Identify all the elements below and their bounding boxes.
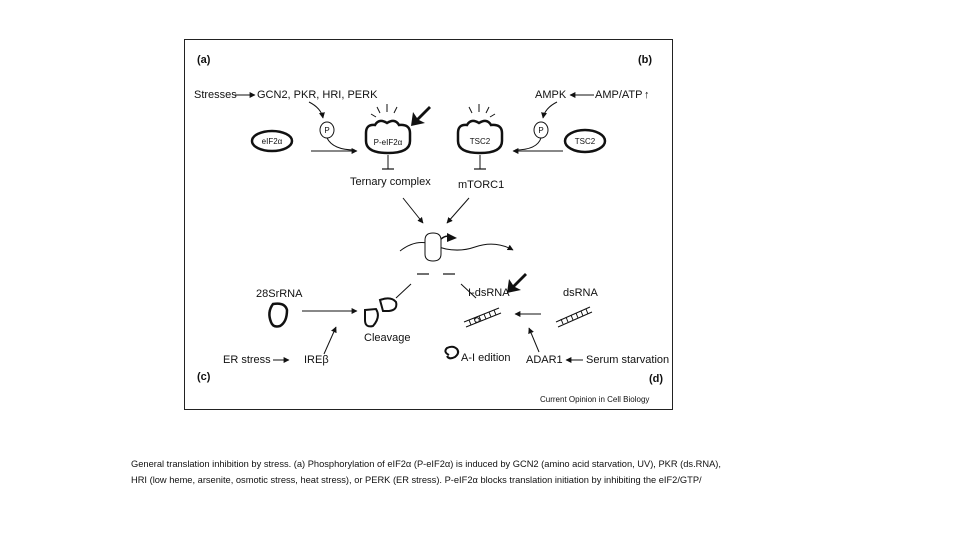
panel-label-b: (b) xyxy=(638,54,652,66)
tsc2-label-right: TSC2 xyxy=(575,137,596,146)
adar1-to-dsrna-arrow xyxy=(528,327,540,353)
tsc2-label-left: TSC2 xyxy=(470,137,491,146)
serum-starvation-label: Serum starvation xyxy=(586,354,669,366)
translation-direction-icon xyxy=(447,233,457,242)
mrna-strand xyxy=(399,242,514,252)
tsc2-shape-left xyxy=(456,119,504,155)
dsrna-label: dsRNA xyxy=(563,287,599,299)
adar1-label: ADAR1 xyxy=(526,354,563,366)
phosphate-label-left: P xyxy=(324,126,329,135)
p-eif2a-shape xyxy=(364,119,412,155)
highlight-arrow-icon-a xyxy=(411,106,431,126)
figure-panel: (a) (b) (c) (d) Stresses GCN2, PKR, HRI,… xyxy=(184,39,673,410)
amp-atp-label: AMP/ATP xyxy=(595,89,642,101)
ai-edition-label: A-I edition xyxy=(461,352,511,364)
ire-label: IREβ xyxy=(304,354,329,366)
journal-credit: Current Opinion in Cell Biology xyxy=(540,395,649,404)
cleavage-label: Cleavage xyxy=(364,332,410,344)
ribosome-shape xyxy=(424,232,442,262)
ternary-to-ribosome-arrow xyxy=(402,197,424,224)
kinase-to-p-arrow xyxy=(308,101,325,119)
ids-rna-label: I-dsRNA xyxy=(468,287,510,299)
p-eif2a-label: P-eIF2α xyxy=(374,138,403,147)
ternary-complex-label: Ternary complex xyxy=(350,176,431,188)
eif2a-shape xyxy=(250,129,294,153)
ai-edition-icon xyxy=(444,345,460,360)
p-eif2a-rays xyxy=(370,104,398,118)
mtorc1-label: mTORC1 xyxy=(458,179,504,191)
mtorc1-to-ribosome-arrow xyxy=(446,197,470,224)
cleaved-fragment-b xyxy=(364,307,379,328)
tsc2-shape-right xyxy=(563,128,607,154)
eif2a-label: eIF2α xyxy=(262,137,283,146)
er-stress-label: ER stress xyxy=(223,354,271,366)
dsrna-duplex-icon xyxy=(555,306,593,328)
phosphate-label-right: P xyxy=(538,126,543,135)
figure-caption: General translation inhibition by stress… xyxy=(131,456,851,488)
rrna-shape xyxy=(268,302,289,328)
stress-translation-diagram: (a) (b) (c) (d) Stresses GCN2, PKR, HRI,… xyxy=(194,54,669,404)
ids-rna-duplex-icon xyxy=(463,307,502,328)
panel-label-a: (a) xyxy=(197,54,211,66)
rrna-label: 28SrRNA xyxy=(256,288,303,300)
caption-line-2: HRI (low heme, arsenite, osmotic stress,… xyxy=(131,475,702,485)
ire-to-rrna-arrow xyxy=(323,326,337,355)
panel-label-c: (c) xyxy=(197,371,211,383)
ampk-to-p-arrow xyxy=(541,101,558,119)
stresses-label: Stresses xyxy=(194,89,237,101)
highlight-arrow-icon-d xyxy=(507,273,527,293)
tsc2-rays xyxy=(468,104,496,118)
panel-label-d: (d) xyxy=(649,373,663,385)
kinases-label: GCN2, PKR, HRI, PERK xyxy=(257,89,378,101)
caption-line-1: General translation inhibition by stress… xyxy=(131,459,721,469)
ampk-label: AMPK xyxy=(535,89,567,101)
amp-atp-up-icon: ↑ xyxy=(644,89,650,101)
cleaved-fragment-a xyxy=(378,297,398,312)
